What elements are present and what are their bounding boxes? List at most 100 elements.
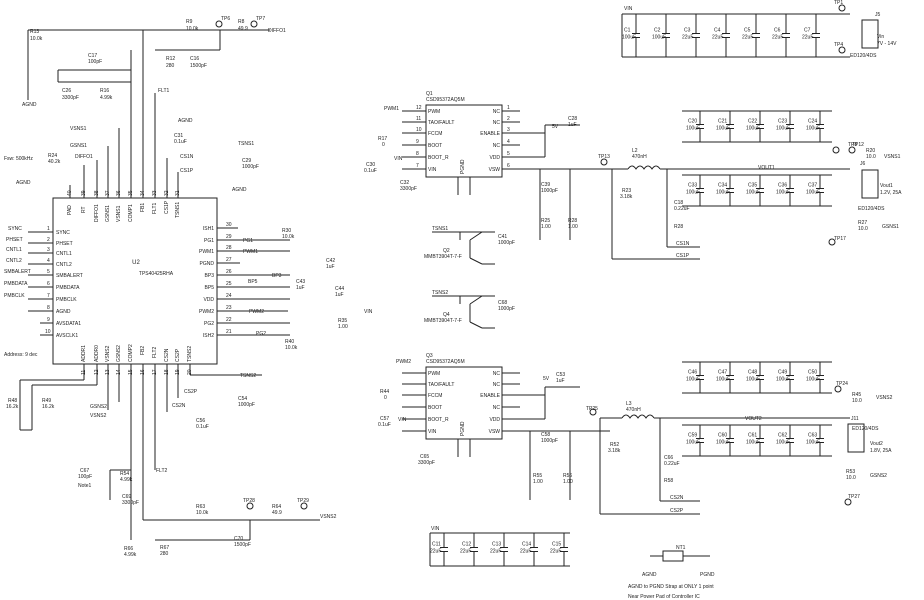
tp13: TP13	[598, 154, 610, 166]
out2-bot-bank: VOUT2	[682, 416, 850, 457]
svg-text:12: 12	[416, 105, 422, 111]
svg-text:ED120/4DS: ED120/4DS	[852, 426, 879, 432]
svg-text:NT1: NT1	[676, 545, 686, 551]
r49-val: 16.2k	[42, 404, 55, 410]
c17-ref: C17	[88, 53, 97, 59]
svg-text:TP17: TP17	[834, 236, 846, 242]
c66-val: 0.22uF	[664, 461, 680, 467]
q3-power-stage: Q3 CSD95372AQ5M PGND	[425, 353, 503, 440]
svg-text:C33: C33	[688, 183, 697, 189]
u2-top-pin-37: 37 GSNS1	[105, 146, 111, 222]
svg-text:22uF: 22uF	[430, 549, 441, 555]
r8-ref: R8	[238, 19, 245, 25]
j5-connector: J5 Vin 7V - 14V ED120/4DS	[850, 12, 897, 59]
r23-ref: R23	[622, 188, 631, 194]
u2-left-pin-10: 10 AVSCLK1	[40, 329, 78, 339]
svg-text:PGND: PGND	[200, 261, 215, 267]
tp29: TP29	[297, 498, 309, 510]
svg-text:21: 21	[226, 329, 232, 335]
svg-text:2: 2	[507, 116, 510, 122]
u2-right-pin-28: 28 PWM1	[199, 245, 290, 255]
svg-text:VSW: VSW	[489, 167, 501, 173]
agnd-1: AGND	[22, 102, 37, 108]
nt1-net-tie: NT1 AGND PGND	[642, 545, 715, 578]
net-vin-top: VIN	[624, 6, 633, 12]
r56-ref: R56	[563, 473, 572, 479]
r48-val: 16.2k	[6, 404, 19, 410]
r64-ref: R64	[272, 504, 281, 510]
svg-text:NC: NC	[493, 382, 501, 388]
svg-text:COMP1: COMP1	[128, 204, 134, 222]
net-pwm2-q3: PWM2	[396, 359, 411, 365]
r35-val: 1.00	[338, 324, 348, 330]
svg-text:22: 22	[226, 317, 232, 323]
u2-address-note: Address: 9 dec	[4, 352, 38, 358]
u2-top-pin-38: 38 DIFFO1	[94, 160, 100, 222]
svg-text:SMBALERT: SMBALERT	[56, 273, 83, 279]
net-gsns1-top: GSNS1	[70, 143, 87, 149]
svg-text:22uF: 22uF	[802, 35, 813, 41]
svg-text:22uF: 22uF	[550, 549, 561, 555]
u2-part: TPS40425RHA	[139, 271, 174, 277]
svg-text:BP5: BP5	[205, 285, 215, 291]
u2-left-pin-9: 9 AVSDATA1	[40, 317, 81, 327]
r16-ref: R16	[100, 88, 109, 94]
svg-text:C6: C6	[774, 28, 781, 34]
svg-text:23: 23	[226, 305, 232, 311]
net-bp3: BP3	[272, 273, 282, 279]
svg-text:40: 40	[67, 190, 73, 196]
net-diffo1: DIFFO1	[268, 28, 286, 34]
svg-text:7: 7	[416, 163, 419, 169]
svg-text:PG2: PG2	[204, 321, 214, 327]
svg-text:C4: C4	[714, 28, 721, 34]
r44-ref: R44	[380, 389, 389, 395]
svg-text:C48: C48	[748, 370, 757, 376]
net-vout1: VOUT1	[758, 165, 775, 171]
svg-text:10: 10	[45, 329, 51, 335]
svg-text:FCCM: FCCM	[428, 131, 442, 137]
c18-ref: C18	[674, 200, 683, 206]
net-cntl1: CNTL1	[6, 247, 22, 253]
u2-bottom-pin-15: 15 COMP2	[128, 344, 134, 540]
svg-text:22uF: 22uF	[712, 35, 723, 41]
r25-ref: R25	[541, 218, 550, 224]
u2-bottom-pin-17: 17 FLT2	[152, 346, 158, 470]
r24-ref: R24	[48, 153, 57, 159]
net-tsns1: TSNS1	[238, 141, 254, 147]
net-pg1: PG1	[243, 238, 253, 244]
svg-text:VSW: VSW	[489, 429, 501, 435]
svg-text:ENABLE: ENABLE	[480, 393, 500, 399]
c16-ref: C16	[190, 56, 199, 62]
svg-text:TP4: TP4	[834, 42, 843, 48]
r30-val: 10.0k	[282, 234, 295, 240]
r8-val: 49.9	[238, 26, 248, 32]
c58-ref: C58	[541, 432, 550, 438]
r53-ref: R53	[846, 469, 855, 475]
net-cntl2: CNTL2	[6, 258, 22, 264]
feedback-network-1	[27, 29, 270, 100]
svg-text:C47: C47	[718, 370, 727, 376]
c70-ref: C70	[234, 536, 243, 542]
svg-text:C24: C24	[808, 119, 817, 125]
svg-text:VIN: VIN	[428, 167, 437, 173]
svg-text:9: 9	[416, 139, 419, 145]
svg-text:C20: C20	[688, 119, 697, 125]
net-vin-bottom: VIN	[431, 526, 440, 532]
svg-text:100uF: 100uF	[686, 377, 700, 383]
svg-text:8: 8	[416, 151, 419, 157]
svg-text:TSNS2: TSNS2	[187, 346, 193, 362]
net-cs2p-l3: CS2P	[670, 508, 684, 514]
svg-text:C11: C11	[432, 542, 441, 548]
svg-text:TP29: TP29	[297, 498, 309, 504]
c69-val: 3300pF	[122, 500, 139, 506]
svg-text:100uF: 100uF	[716, 377, 730, 383]
c28-ref: C28	[568, 116, 577, 122]
c44-val: 1uF	[335, 292, 344, 298]
